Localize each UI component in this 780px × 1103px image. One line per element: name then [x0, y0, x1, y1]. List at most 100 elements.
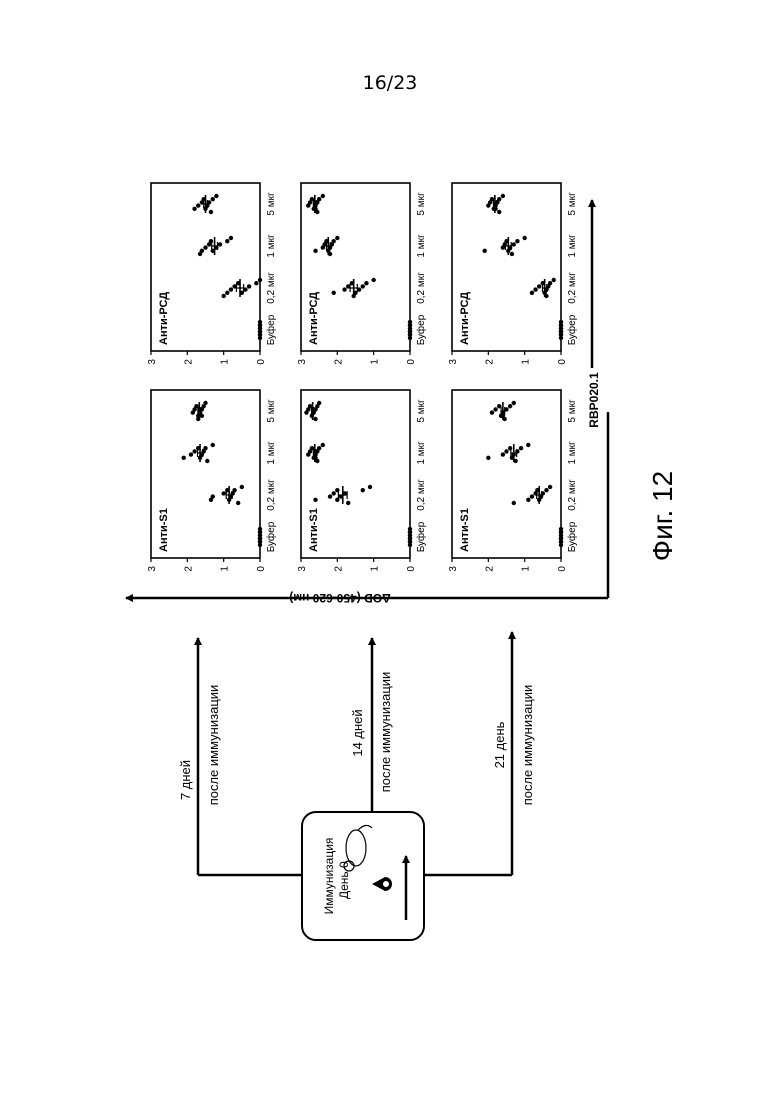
- figure-caption: Фиг. 12: [647, 471, 678, 561]
- data-point: [321, 194, 325, 198]
- axis-tick-label: 3: [448, 359, 459, 365]
- timepoint-note: после иммунизации: [520, 685, 535, 806]
- timepoint-days: 21 день: [492, 721, 507, 768]
- plot-panel: 0 1 2 3 Буфер 0,2 мкг 1 мкг 5 мкгАнти-S1: [147, 390, 277, 572]
- category-label: 0,2 мкг: [567, 272, 578, 304]
- data-point: [321, 245, 325, 249]
- immunization-box: Иммунизация День 0: [302, 812, 424, 940]
- axis-tick-label: 1: [521, 566, 532, 572]
- data-point: [328, 494, 332, 498]
- data-point: [537, 284, 541, 288]
- timepoint-note: после иммунизации: [206, 685, 221, 806]
- timeline-diagram: 7 дней после иммунизации 14 дней после и…: [178, 632, 535, 940]
- data-point: [229, 236, 233, 240]
- data-point: [315, 459, 319, 463]
- axis-tick-label: 1: [220, 359, 231, 365]
- category-label: 5 мкг: [567, 399, 578, 423]
- data-point: [240, 485, 244, 489]
- data-point: [486, 456, 490, 460]
- data-point: [192, 207, 196, 211]
- axis-tick-label: 2: [333, 566, 344, 572]
- data-point: [229, 287, 233, 291]
- category-label: 1 мкг: [266, 234, 277, 258]
- panel-title: Анти-S1: [158, 508, 170, 552]
- data-point: [510, 252, 514, 256]
- data-point: [209, 210, 213, 214]
- category-label: 1 мкг: [567, 234, 578, 258]
- data-point: [501, 452, 505, 456]
- data-point: [221, 294, 225, 298]
- timepoint-note: после иммунизации: [378, 672, 393, 793]
- axis-tick-label: 0: [557, 566, 568, 572]
- axis-tick-label: 3: [297, 566, 308, 572]
- timepoint-days: 7 дней: [178, 760, 193, 800]
- data-point: [533, 287, 537, 291]
- data-point: [530, 291, 534, 295]
- timepoint-label-7: 7 дней после иммунизации: [178, 685, 221, 806]
- axis-tick-label: 2: [484, 359, 495, 365]
- group-arrow: RBP020.1: [587, 200, 601, 428]
- data-point: [526, 498, 530, 502]
- axis-tick-label: 1: [370, 566, 381, 572]
- data-point: [203, 245, 207, 249]
- axis-tick-label: 0: [256, 359, 267, 365]
- data-point: [209, 498, 213, 502]
- data-point: [515, 239, 519, 243]
- data-point: [335, 236, 339, 240]
- data-point: [364, 281, 368, 285]
- data-point: [512, 401, 516, 405]
- data-point: [254, 281, 258, 285]
- axis-tick-label: 1: [220, 566, 231, 572]
- data-point: [211, 443, 215, 447]
- category-label: 5 мкг: [567, 192, 578, 216]
- axis-tick-label: 0: [557, 359, 568, 365]
- data-point: [332, 291, 336, 295]
- data-point: [189, 452, 193, 456]
- category-label: 0,2 мкг: [266, 479, 277, 511]
- timepoint-days: 14 дней: [350, 709, 365, 756]
- data-point: [214, 194, 218, 198]
- data-point: [306, 452, 310, 456]
- category-label: 5 мкг: [266, 399, 277, 423]
- category-label: 5 мкг: [416, 192, 427, 216]
- axis-tick-label: 0: [256, 566, 267, 572]
- axis-tick-label: 1: [521, 359, 532, 365]
- axis-tick-label: 2: [183, 566, 194, 572]
- plot-panel: 0123Буфер0,2 мкг1 мкг5 мкгАнти-РСД: [297, 183, 427, 365]
- data-point: [361, 284, 365, 288]
- data-point: [486, 203, 490, 207]
- panel-title: Анти-РСД: [459, 292, 471, 345]
- category-label: Буфер: [566, 314, 578, 345]
- category-label: Буфер: [415, 521, 427, 552]
- data-point: [192, 449, 196, 453]
- data-point: [218, 242, 222, 246]
- data-point: [313, 417, 317, 421]
- data-point: [313, 249, 317, 253]
- data-point: [221, 491, 225, 495]
- axis-tick-label: 3: [448, 566, 459, 572]
- panel-title: Анти-РСД: [158, 292, 170, 345]
- data-point: [191, 410, 195, 414]
- axis-tick-label: 0: [406, 359, 417, 365]
- data-point: [258, 278, 262, 282]
- data-point: [544, 488, 548, 492]
- category-label: Буфер: [265, 521, 277, 552]
- data-point: [313, 498, 317, 502]
- category-label: Буфер: [566, 521, 578, 552]
- data-point: [342, 287, 346, 291]
- category-label: 1 мкг: [266, 441, 277, 465]
- timepoint-label-21: 21 день после иммунизации: [492, 685, 535, 806]
- y-axis-arrow: ΔOD (450-620 нм): [126, 412, 608, 605]
- data-point: [508, 404, 512, 408]
- data-point: [519, 446, 523, 450]
- data-point: [182, 456, 186, 460]
- axis-tick-label: 3: [147, 359, 158, 365]
- panel-title: Анти-S1: [459, 508, 471, 552]
- data-point: [196, 203, 200, 207]
- category-label: Буфер: [415, 314, 427, 345]
- axis-tick-label: 3: [147, 566, 158, 572]
- data-point: [315, 210, 319, 214]
- data-point: [552, 278, 556, 282]
- data-point: [205, 459, 209, 463]
